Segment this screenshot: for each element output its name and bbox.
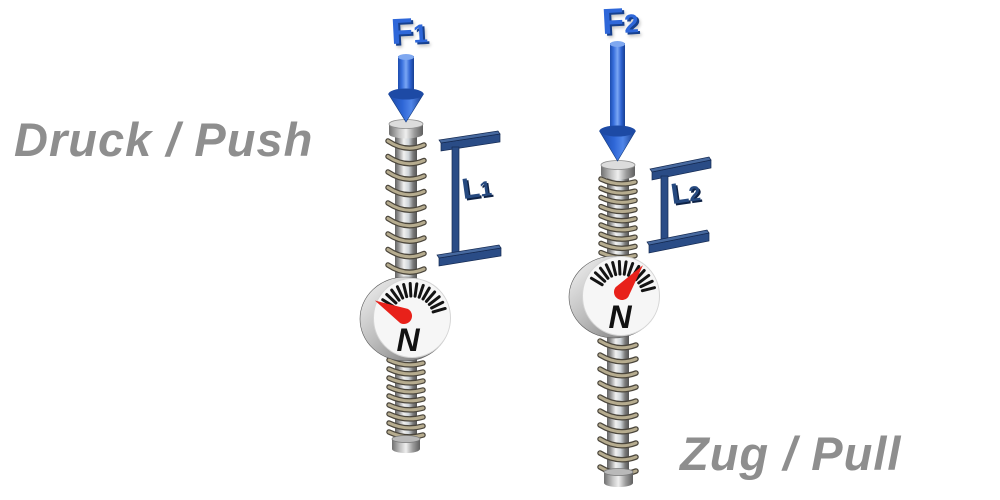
spring-coil [386,263,426,274]
tick-mark [402,283,409,299]
spring-coil [598,423,638,434]
tick-mark [390,288,401,302]
spring-coil [599,223,637,232]
right-rod-top-cap [600,160,636,180]
spring-coil [387,358,425,367]
tick-mark [626,262,635,277]
tick-mark [611,261,618,277]
left-gauge-unit-label: N [396,322,420,358]
tick-mark [424,290,437,303]
tick-mark [639,279,654,289]
spring-coil [598,353,638,364]
spring-coil [386,217,426,228]
spring-coil [387,394,425,403]
tick-mark [385,292,398,305]
spring-coil [387,376,425,385]
spring-coil [387,367,425,376]
spring-coil [387,403,425,412]
spring-coil [598,339,638,350]
right-assembly [568,41,712,487]
right-upper-spring [598,166,638,262]
l2-symbol: L [668,176,691,211]
tick-mark [421,286,431,301]
spring-coil [387,385,425,394]
push-label: Druck / Push [14,113,314,166]
right-gauge [568,255,660,339]
f1-symbol: F [389,9,415,52]
spring-coil [386,170,426,181]
left-gauge-needle [374,300,413,325]
tick-mark [593,271,607,283]
spring-coil [386,201,426,212]
force-label-f2: F2 [601,0,640,43]
tick-mark [617,260,622,276]
left-assembly [359,54,502,453]
force-arrow-f2 [598,41,637,162]
length-label-l2: L2 [669,175,703,212]
spring-coil [598,409,638,420]
spring-coil [599,241,637,250]
spring-coil [598,395,638,406]
length-bracket-l2 [646,156,712,254]
right-lower-spring [597,330,639,477]
tick-mark [598,266,610,280]
spring-coil [599,214,637,223]
f2-symbol: F [600,0,626,42]
spring-coil [599,186,637,195]
spring-coil [599,195,637,204]
length-bracket-l1 [436,130,502,267]
left-upper-spring [385,130,427,285]
force-arrow-f1 [387,54,425,123]
tick-mark [640,286,656,293]
tick-mark [637,273,651,285]
length-label-l1: L1 [460,170,494,207]
spring-coil [598,451,638,462]
force-label-f1: F1 [390,9,429,53]
tick-mark [427,295,441,306]
right-gauge-unit-label: N [608,299,632,335]
l1-symbol: L [459,171,482,206]
left-gauge-ticks [381,282,447,314]
spring-coil [387,412,425,421]
tick-mark [431,306,447,314]
spring-coil [386,232,426,243]
left-gauge [359,276,451,362]
left-lower-spring [386,348,426,442]
spring-coil [598,367,638,378]
right-gauge-needle [613,265,643,301]
f2-subscript: 2 [623,8,640,39]
spring-coil [599,177,637,186]
tick-mark [395,285,405,300]
tick-mark [634,268,646,282]
tick-mark [417,283,425,299]
tick-mark [413,282,419,298]
tick-mark [430,300,445,310]
spring-coil [386,155,426,166]
spring-coil [386,186,426,197]
spring-coil [599,205,637,214]
tick-mark [622,260,628,276]
pull-label: Zug / Pull [680,427,902,480]
left-rod-top-cap [388,119,424,139]
spring-coil [598,437,638,448]
spring-coil [386,248,426,259]
right-rod-bottom-cap [603,468,634,487]
spring-coil [387,421,425,430]
tick-mark [604,263,614,278]
spring-coil [386,139,426,150]
tick-mark [408,282,413,298]
spring-coil [598,381,638,392]
left-rod-bottom-cap [391,435,421,453]
f1-subscript: 1 [412,18,429,49]
tick-mark [589,276,604,287]
spring-coil [599,232,637,241]
